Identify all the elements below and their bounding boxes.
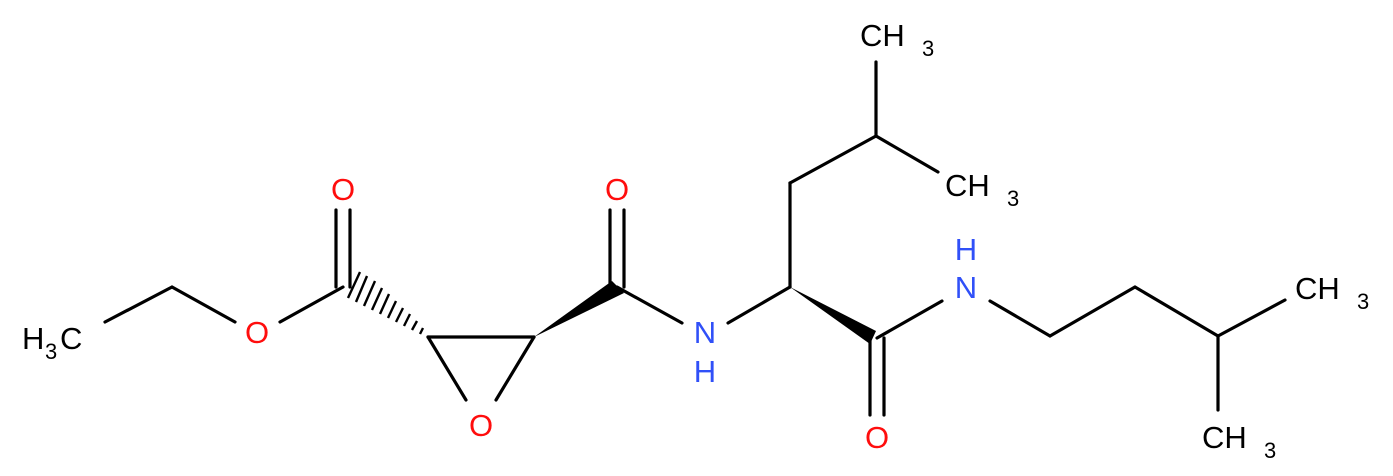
bond-lines [103, 60, 1287, 417]
svg-text:3: 3 [1357, 289, 1369, 314]
ester-oxygen-label: O [245, 315, 269, 350]
amide2-oxygen-label: O [865, 420, 889, 455]
amide2-nh-hydrogen-label: H [955, 232, 977, 267]
bond-chain-ch3right [1216, 298, 1287, 338]
solid-wedge-calpha-carbonyl [790, 287, 876, 344]
solid-wedge-epoxide-carbonyl [534, 281, 624, 337]
bond-c-n1 [615, 285, 684, 325]
methyl-left-label: H 3 C [22, 321, 82, 364]
svg-text:H: H [22, 321, 44, 356]
amide1-nitrogen-label: N [694, 315, 716, 350]
svg-text:CH: CH [860, 18, 905, 53]
bond-ch2-oester [170, 285, 237, 324]
bond-ch2-ch [788, 134, 878, 185]
amide2-nitrogen-label: N [955, 270, 977, 305]
bond-n2-ch2 [988, 299, 1052, 338]
svg-text:3: 3 [45, 339, 57, 364]
bond-c-n2 [875, 299, 944, 340]
bond-epoxide-co-right [494, 335, 536, 402]
bond-chain-2 [1133, 285, 1220, 338]
bond-chain-1 [1048, 285, 1137, 338]
svg-text:CH: CH [1202, 420, 1247, 455]
bond-ch-ch3mid [874, 134, 940, 174]
epoxide-oxygen-label: O [469, 408, 493, 443]
amide1-oxygen-label: O [605, 172, 629, 207]
bond-oester-c [278, 285, 345, 324]
hashed-wedge-bond [346, 271, 425, 335]
svg-text:C: C [60, 321, 82, 356]
svg-text:CH: CH [1295, 271, 1340, 306]
bond-epoxide-co-left [426, 335, 468, 402]
svg-text:3: 3 [1264, 438, 1276, 463]
methyl-bottom-label: CH 3 [1202, 420, 1276, 463]
amide1-nh-hydrogen-label: H [694, 354, 716, 389]
methyl-mid-label: CH 3 [945, 168, 1019, 211]
svg-text:3: 3 [922, 36, 934, 61]
methyl-top-label: CH 3 [860, 18, 934, 61]
bond-n1-calpha [726, 285, 792, 325]
bond-ch3-ch2 [103, 285, 174, 324]
svg-text:3: 3 [1007, 186, 1019, 211]
methyl-right-label: CH 3 [1295, 271, 1369, 314]
svg-text:CH: CH [945, 168, 990, 203]
ester-carbonyl-oxygen-label: O [331, 172, 355, 207]
